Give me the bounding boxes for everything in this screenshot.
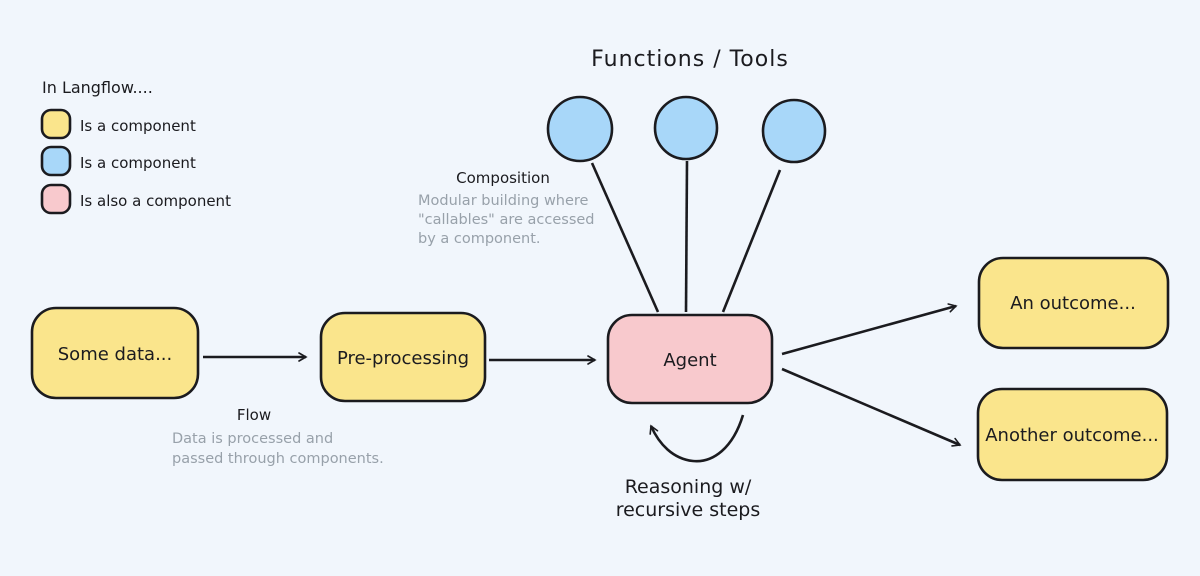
outcome-1-label: An outcome... [1010, 293, 1136, 314]
composition-annotation: Composition Modular building where "call… [418, 169, 595, 247]
diagram-title: Functions / Tools [591, 47, 789, 72]
node-some-data: Some data... [30, 306, 200, 400]
arrow-agent-outcome2 [781, 367, 962, 447]
arrow-recursive-loop [649, 414, 745, 463]
tool-circle-3 [761, 98, 827, 164]
flow-arrows [203, 303, 962, 463]
flow-desc-line1: Data is processed and [172, 431, 333, 447]
node-pre-processing: Pre-processing [319, 311, 487, 403]
outcome-2-label: Another outcome... [985, 425, 1159, 446]
some-data-box [30, 306, 200, 400]
flow-annotation: Flow Data is processed and passed throug… [172, 406, 384, 467]
flow-desc-line2: passed through components. [172, 451, 384, 467]
legend-title: In Langflow.... [42, 78, 153, 97]
composition-desc-line3: by a component. [418, 231, 541, 247]
legend: In Langflow.... Is a component Is a comp… [40, 78, 231, 215]
composition-label: Composition [456, 169, 550, 187]
legend-swatch-yellow [40, 108, 72, 140]
some-data-label: Some data... [58, 344, 172, 365]
pre-processing-label: Pre-processing [337, 348, 469, 369]
agent-label: Agent [663, 350, 716, 371]
reasoning-annotation: Reasoning w/ recursive steps [616, 476, 761, 521]
composition-desc-line2: "callables" are accessed [418, 212, 595, 228]
outcome-2-box [976, 387, 1169, 482]
legend-label: Is also a component [80, 192, 231, 210]
connector-tool2-agent [684, 160, 689, 313]
outcome-1-box [977, 256, 1170, 350]
legend-swatch-pink [40, 183, 72, 215]
tool-circle-2 [653, 95, 719, 161]
connector-tool1-agent [590, 162, 660, 313]
tool-connectors [590, 160, 782, 313]
legend-swatch-blue [40, 145, 72, 177]
flow-label: Flow [237, 406, 271, 424]
arrow-agent-outcome1 [781, 303, 958, 356]
reasoning-line1: Reasoning w/ [625, 476, 752, 498]
node-agent: Agent [606, 313, 774, 405]
tool-circle-1 [546, 95, 614, 163]
node-outcome-2: Another outcome... [976, 387, 1169, 482]
legend-label: Is a component [80, 154, 196, 172]
agent-box [606, 313, 774, 405]
node-outcome-1: An outcome... [977, 256, 1170, 350]
legend-label: Is a component [80, 117, 196, 135]
reasoning-line2: recursive steps [616, 499, 761, 521]
tool-circles [546, 95, 827, 164]
composition-desc-line1: Modular building where [418, 193, 589, 209]
connector-tool3-agent [721, 169, 782, 313]
pre-processing-box [319, 311, 487, 403]
